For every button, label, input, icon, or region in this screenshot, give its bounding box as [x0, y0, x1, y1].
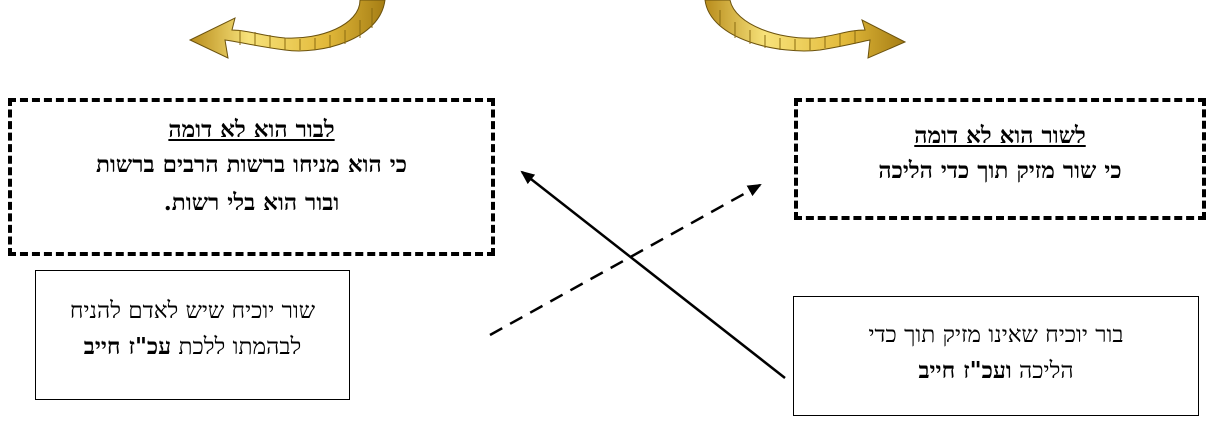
bottom-left-line-1: שור יוכיח שיש לאדם להניח — [69, 298, 316, 324]
solid-connector-arrow — [520, 170, 786, 379]
curved-arrow-right — [704, 0, 907, 59]
left-box-line-2: ובור הוא בלי רשות. — [163, 189, 340, 216]
bottom-right-line-2: הליכה ועכ"ז חייב — [794, 353, 1198, 389]
curved-arrow-left — [188, 0, 386, 59]
left-box-title: לבור הוא לא דומה — [168, 116, 335, 143]
right-box-title: לשור הוא לא דומה — [914, 122, 1086, 149]
left-box-line-1: כי הוא מניחו ברשות הרבים ברשות — [96, 151, 407, 178]
right-dashed-box: לשור הוא לא דומה כי שור מזיק תוך כדי הלי… — [794, 98, 1206, 220]
right-box-line-1: כי שור מזיק תוך כדי הליכה — [878, 157, 1122, 184]
bottom-left-line-2-a: לבהמתו ללכת — [171, 334, 302, 360]
bottom-left-line-2: לבהמתו ללכת עכ"ז חייב — [36, 329, 349, 365]
bottom-right-line-2-b: ועכ"ז חייב — [918, 357, 1012, 384]
bottom-left-line-2-b: עכ"ז חייב — [83, 333, 172, 360]
bottom-right-box: בור יוכיח שאינו מזיק תוך כדי הליכה ועכ"ז… — [793, 296, 1199, 416]
left-dashed-box: לבור הוא לא דומה כי הוא מניחו ברשות הרבי… — [8, 98, 495, 256]
dashed-connector-arrow — [489, 183, 762, 337]
bottom-right-line-2-a: הליכה — [1011, 358, 1074, 384]
bottom-right-line-1: בור יוכיח שאינו מזיק תוך כדי — [868, 322, 1124, 348]
bottom-left-box: שור יוכיח שיש לאדם להניח לבהמתו ללכת עכ"… — [35, 270, 350, 400]
